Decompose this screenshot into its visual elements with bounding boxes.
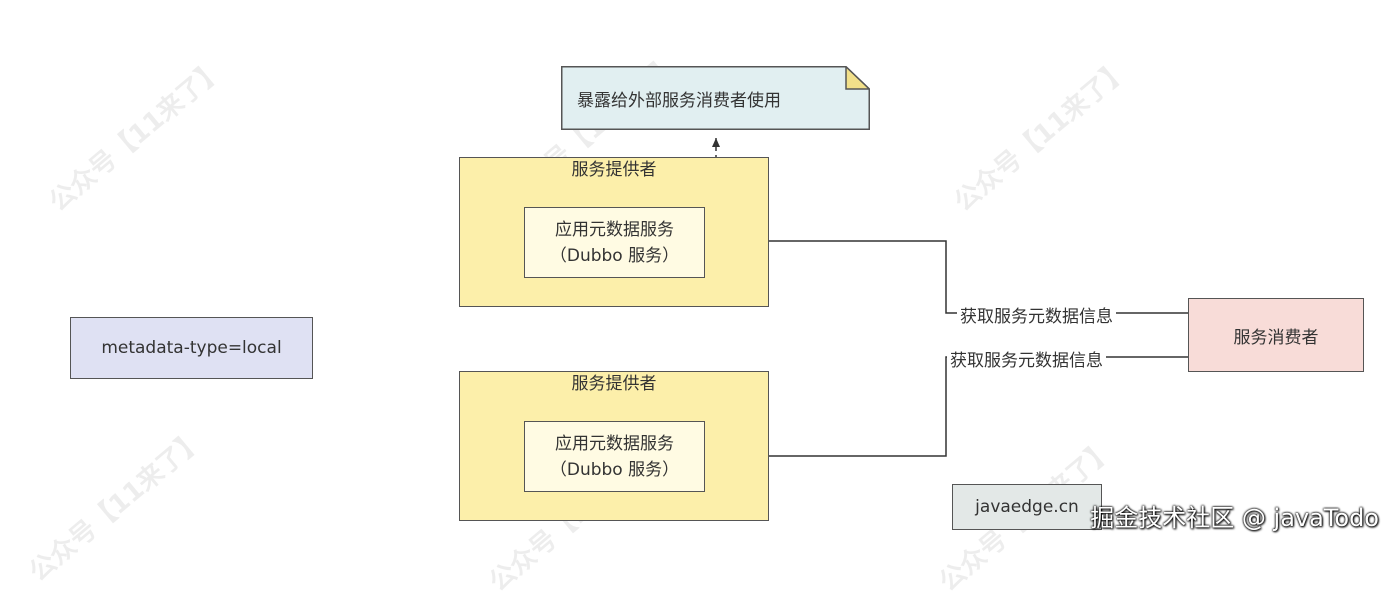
provider-title: 服务提供者 [571, 160, 657, 180]
footer-watermark: 掘金技术社区 @ javaTodo [1090, 504, 1379, 532]
metadata-type-label: metadata-type=local [101, 338, 282, 358]
metadata-service-box: 应用元数据服务 （Dubbo 服务） [524, 207, 705, 278]
metadata-service-box: 应用元数据服务 （Dubbo 服务） [524, 421, 705, 492]
service-type: （Dubbo 服务） [549, 459, 680, 480]
site-label: javaedge.cn [975, 497, 1079, 517]
edge-label: 获取服务元数据信息 [957, 302, 1116, 327]
note-shape-icon [561, 66, 870, 130]
metadata-type-box: metadata-type=local [70, 317, 313, 379]
service-name: 应用元数据服务 [555, 433, 674, 454]
service-name: 应用元数据服务 [555, 219, 674, 240]
consumer-box: 服务消费者 [1188, 298, 1364, 372]
provider-box: 服务提供者 应用元数据服务 （Dubbo 服务） [459, 371, 769, 521]
expose-note: 暴露给外部服务消费者使用 [561, 66, 870, 130]
edge-label: 获取服务元数据信息 [947, 346, 1106, 371]
service-type: （Dubbo 服务） [549, 245, 680, 266]
consumer-label: 服务消费者 [1233, 327, 1319, 348]
provider-box: 服务提供者 应用元数据服务 （Dubbo 服务） [459, 157, 769, 307]
fetch-arrow-2 [706, 356, 1188, 460]
expose-note-text: 暴露给外部服务消费者使用 [577, 90, 781, 111]
provider-title: 服务提供者 [571, 374, 657, 394]
site-box: javaedge.cn [952, 484, 1102, 530]
